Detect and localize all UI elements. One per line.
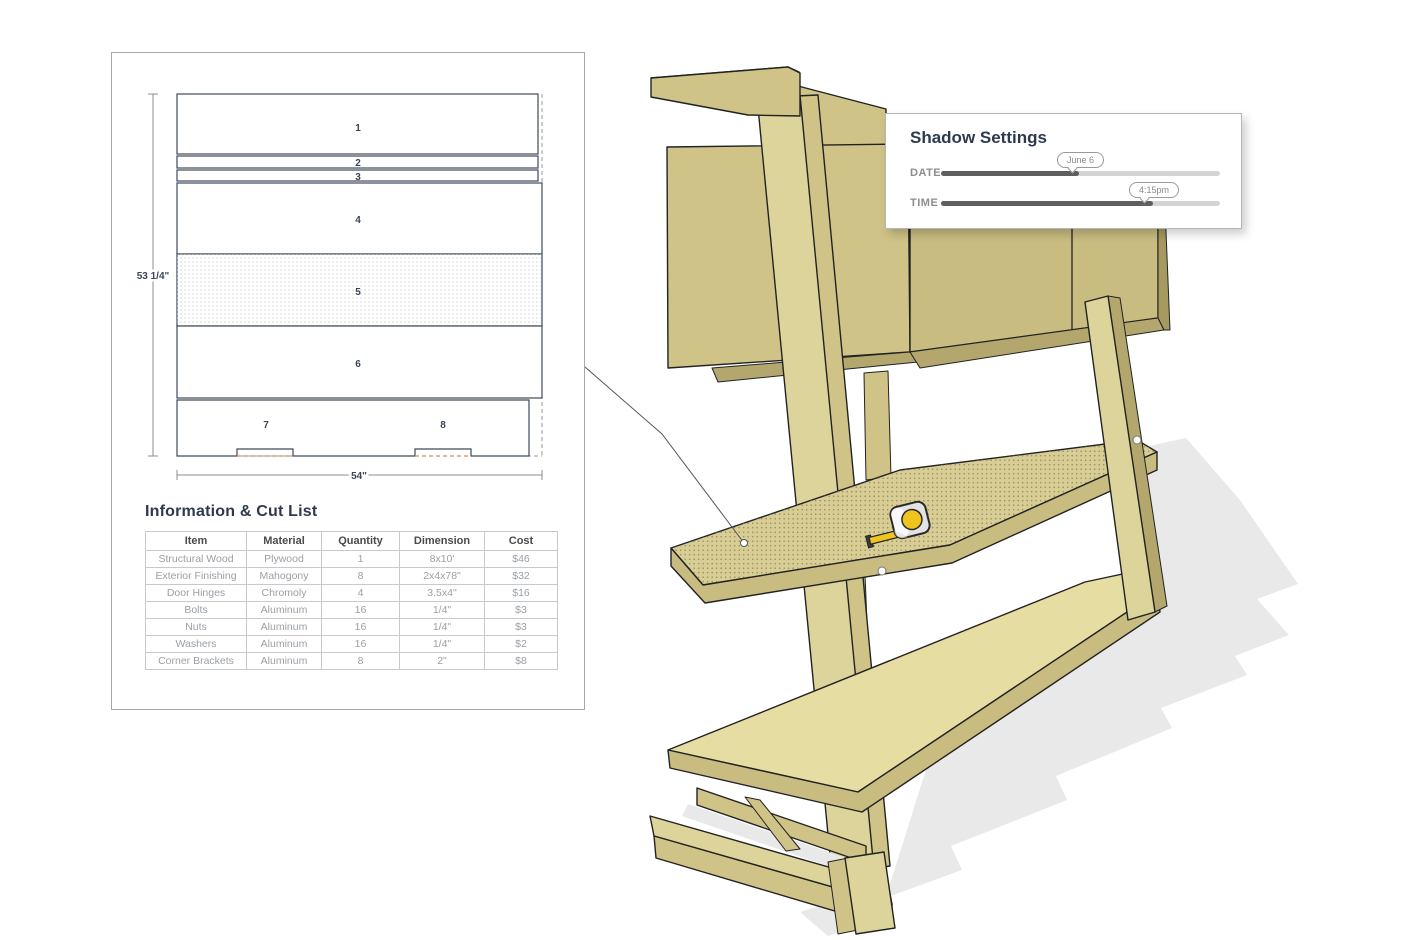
cell-cost: $16	[484, 584, 558, 602]
cell-cost: $8	[484, 652, 558, 670]
cell-material: Plywood	[246, 550, 322, 568]
middle-shelf-front-band	[670, 451, 1158, 604]
cut-list-heading: Information & Cut List	[145, 503, 318, 520]
date-slider-fill	[941, 171, 1080, 176]
table-row: Corner Brackets Aluminum 8 2" $8	[145, 652, 558, 670]
cell-quantity: 8	[321, 652, 400, 670]
shadow-settings-panel: Shadow Settings DATE June 6 TIME 4:15pm	[885, 113, 1242, 229]
cut-list-table: Item Material Quantity Dimension Cost St…	[145, 531, 558, 670]
cut-sheet-panel: 1 2 3 4 5 6 7 8 53 1/4" 54" Information …	[111, 52, 585, 710]
cell-material: Aluminum	[246, 635, 322, 653]
cell-item: Washers	[145, 635, 247, 653]
cut-piece-5-texture	[177, 254, 542, 326]
table-header-row: Item Material Quantity Dimension Cost	[145, 531, 558, 551]
table-row: Nuts Aluminum 16 1/4" $3	[145, 618, 558, 636]
piece-label: 8	[440, 420, 446, 431]
width-dimension-label: 54"	[351, 471, 367, 482]
cell-item: Nuts	[145, 618, 247, 636]
top-board-front-face	[650, 66, 801, 117]
leader-endpoint-marker	[740, 539, 748, 547]
right-leg	[1084, 295, 1168, 621]
piece-label: 3	[355, 172, 361, 183]
measure-point-marker	[1132, 435, 1142, 445]
cell-item: Structural Wood	[145, 550, 247, 568]
time-label: TIME	[910, 197, 939, 209]
cut-piece-6[interactable]	[176, 325, 543, 399]
col-header-quantity: Quantity	[321, 531, 400, 551]
cut-piece-3[interactable]	[176, 169, 539, 182]
cell-item: Corner Brackets	[145, 652, 247, 670]
cell-item: Bolts	[145, 601, 247, 619]
rear-support-upper	[863, 370, 892, 481]
date-tooltip[interactable]: June 6	[1057, 152, 1105, 174]
cell-quantity: 16	[321, 635, 400, 653]
piece-label: 2	[355, 158, 361, 169]
piece-label: 6	[355, 359, 361, 370]
cell-quantity: 1	[321, 550, 400, 568]
time-value: 4:15pm	[1139, 185, 1170, 195]
cell-dimension: 2x4x78"	[399, 567, 485, 585]
lower-shelf-front-band	[667, 591, 1161, 813]
height-dimension-label: 53 1/4"	[137, 271, 170, 282]
col-header-material: Material	[246, 531, 322, 551]
table-row: Door Hinges Chromoly 4 3.5x4" $16	[145, 584, 558, 602]
shadow-settings-title: Shadow Settings	[910, 128, 1047, 147]
cell-material: Aluminum	[246, 601, 322, 619]
cut-piece-2[interactable]	[176, 155, 539, 169]
cut-diagram: 1 2 3 4 5 6 7 8 53 1/4" 54"	[134, 93, 543, 485]
cell-cost: $46	[484, 550, 558, 568]
cut-piece-7-8[interactable]	[176, 399, 530, 457]
table-row: Washers Aluminum 16 1/4" $2	[145, 635, 558, 653]
cell-material: Chromoly	[246, 584, 322, 602]
tape-measure-icon	[864, 500, 931, 549]
cell-quantity: 16	[321, 601, 400, 619]
base-opening-shadow	[682, 804, 852, 872]
date-value: June 6	[1067, 155, 1095, 165]
base-cross-rail	[744, 796, 801, 852]
table-row: Exterior Finishing Mahogony 8 2x4x78" $3…	[145, 567, 558, 585]
table-row: Structural Wood Plywood 1 8x10' $46	[145, 550, 558, 568]
cut-piece-1[interactable]	[176, 93, 539, 155]
date-label: DATE	[910, 167, 942, 179]
cell-dimension: 1/4"	[399, 635, 485, 653]
cell-cost: $2	[484, 635, 558, 653]
piece-label: 1	[355, 123, 361, 134]
cell-item: Exterior Finishing	[145, 567, 247, 585]
base-frame	[649, 787, 896, 935]
time-slider[interactable]	[941, 201, 1220, 206]
piece-label: 7	[263, 420, 269, 431]
table-row: Bolts Aluminum 16 1/4" $3	[145, 601, 558, 619]
left-leg-foot-front	[844, 851, 896, 935]
cell-item: Door Hinges	[145, 584, 247, 602]
col-header-cost: Cost	[484, 531, 558, 551]
cell-dimension: 1/4"	[399, 618, 485, 636]
date-slider[interactable]	[941, 171, 1220, 176]
cell-dimension: 2"	[399, 652, 485, 670]
cell-cost: $32	[484, 567, 558, 585]
cell-quantity: 4	[321, 584, 400, 602]
time-tooltip[interactable]: 4:15pm	[1129, 182, 1180, 204]
time-slider-fill	[941, 201, 1154, 206]
cell-cost: $3	[484, 618, 558, 636]
cut-piece-4[interactable]	[176, 182, 543, 255]
cell-quantity: 16	[321, 618, 400, 636]
cell-quantity: 8	[321, 567, 400, 585]
cell-dimension: 8x10'	[399, 550, 485, 568]
leader-line	[584, 366, 745, 544]
piece-label: 4	[355, 215, 361, 226]
measure-point-marker	[877, 566, 887, 576]
piece-label: 5	[355, 287, 361, 298]
cell-dimension: 1/4"	[399, 601, 485, 619]
col-header-dimension: Dimension	[399, 531, 485, 551]
col-header-item: Item	[145, 531, 247, 551]
cell-dimension: 3.5x4"	[399, 584, 485, 602]
cell-cost: $3	[484, 601, 558, 619]
right-leg-front	[1084, 295, 1156, 621]
top-board	[650, 66, 801, 117]
cell-material: Aluminum	[246, 652, 322, 670]
cell-material: Mahogony	[246, 567, 322, 585]
cell-material: Aluminum	[246, 618, 322, 636]
